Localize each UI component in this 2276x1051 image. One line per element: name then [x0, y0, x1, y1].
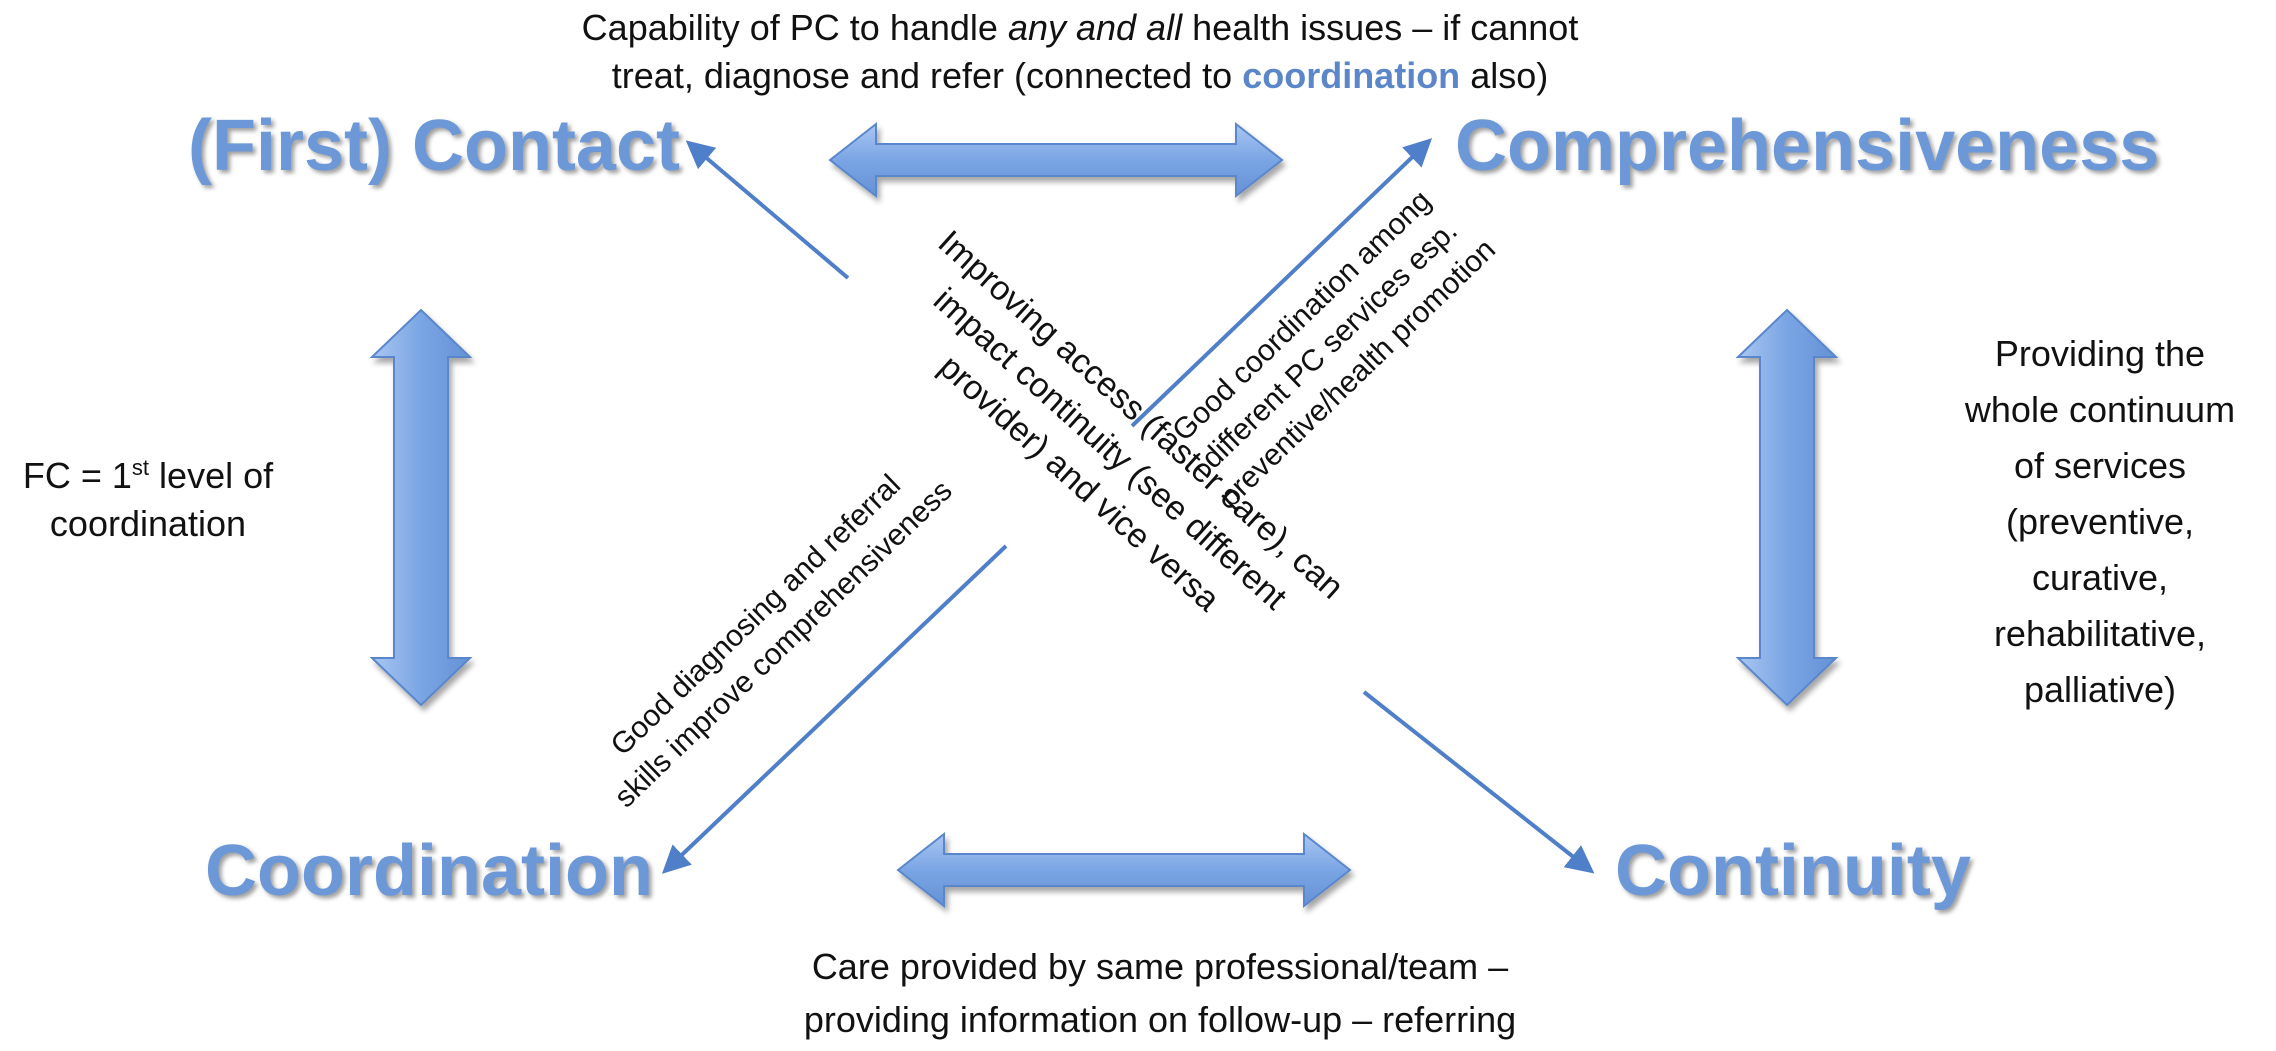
right-note-line: rehabilitative, — [1993, 613, 2207, 654]
double-arrow-left — [369, 308, 473, 707]
left-note-line1: FC = 1st level of — [22, 455, 274, 496]
right-note-line: curative, — [2031, 557, 2169, 598]
bottom-note-line2: providing information on follow-up – ref… — [803, 999, 1517, 1040]
right-note-line: (preventive, — [2005, 501, 2195, 542]
right-note-line: palliative) — [2023, 669, 2177, 710]
top-note: Capability of PC to handle any and all h… — [480, 4, 1680, 100]
top-note-line2: treat, diagnose and refer (connected to … — [611, 54, 1549, 96]
top-note-line1: Capability of PC to handle any and all h… — [581, 7, 1579, 48]
connector-to-continuity — [1362, 690, 1595, 874]
connector-to-coordination — [661, 544, 1008, 874]
bottom-note-line1: Care provided by same professional/team … — [811, 946, 1509, 987]
double-arrow-top — [828, 121, 1284, 199]
left-note-line2: coordination — [49, 502, 247, 544]
node-coordination: Coordination — [205, 831, 653, 911]
right-note-line: of services — [2013, 445, 2187, 486]
right-note-line: Providing the — [1994, 333, 2206, 374]
double-arrow-bottom — [896, 831, 1352, 909]
left-note: FC = 1st level of coordination — [0, 452, 296, 548]
right-note-line: whole continuum — [1964, 389, 2236, 430]
bottom-note: Care provided by same professional/team … — [620, 940, 1700, 1046]
right-note: Providing the whole continuum of services (… — [1925, 326, 2275, 718]
node-first-contact: (First) Contact — [188, 106, 680, 186]
double-arrow-right — [1735, 308, 1839, 707]
node-comprehensiveness: Comprehensiveness — [1455, 106, 2160, 186]
connector-to-comprehensiveness — [1130, 138, 1433, 428]
node-continuity: Continuity — [1615, 831, 1971, 911]
connector-to-contact — [685, 140, 850, 280]
